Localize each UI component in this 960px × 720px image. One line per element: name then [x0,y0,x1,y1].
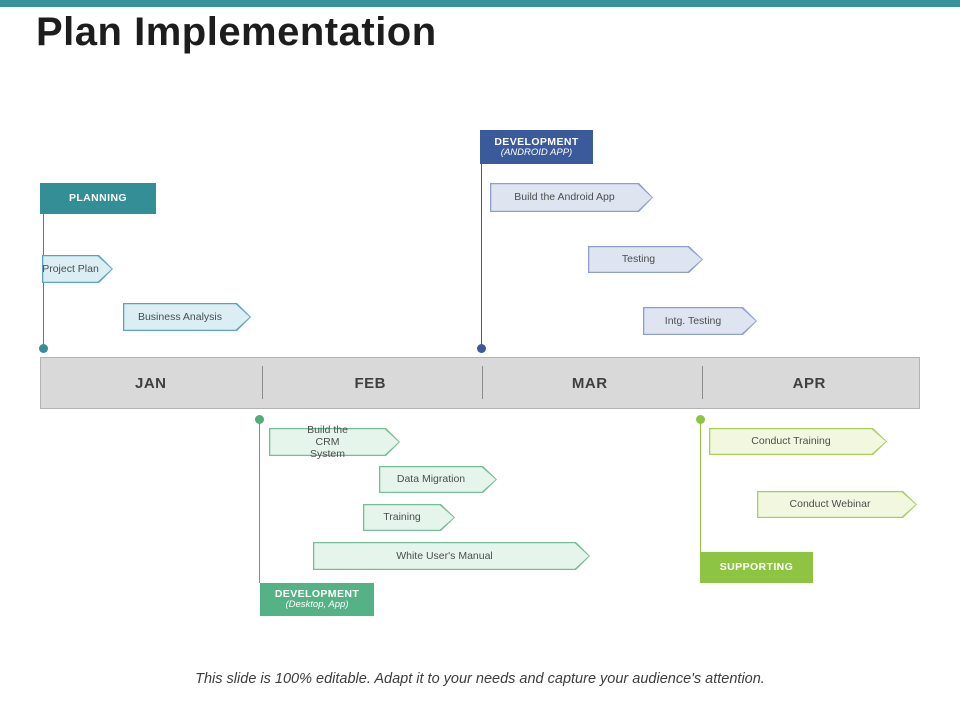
category-header-supporting: SUPPORTING [700,552,813,583]
category-label: DEVELOPMENT [274,588,360,600]
planning-milestone-dot [39,344,48,353]
desktop-connector-line [259,423,260,583]
category-label: PLANNING [68,192,128,205]
category-header-development-desktop: DEVELOPMENT (Desktop, App) [260,583,374,616]
category-header-planning: PLANNING [40,183,156,214]
task-conduct-training: Conduct Training [709,428,887,455]
category-label: DEVELOPMENT [494,135,579,148]
supporting-connector-line [700,423,701,552]
task-label: Intg. Testing [664,314,722,327]
task-training: Training [363,504,455,531]
task-label: Testing [621,253,656,266]
task-business-analysis: Business Analysis [123,303,251,331]
task-label: Training [383,511,421,524]
task-testing: Testing [588,246,703,273]
android-connector-line [481,164,482,345]
android-milestone-dot [477,344,486,353]
month-divider [702,366,703,399]
task-data-migration: Data Migration [379,466,497,493]
task-label: Project Plan [42,262,99,275]
task-label: Build the CRM System [307,423,348,461]
task-build-android-app: Build the Android App [490,183,653,212]
supporting-milestone-dot [696,415,705,424]
category-header-development-android: DEVELOPMENT (ANDROID APP) [480,130,593,164]
task-label: Data Migration [396,473,466,486]
desktop-milestone-dot [255,415,264,424]
editable-note: This slide is 100% editable. Adapt it to… [195,671,765,687]
task-label: Business Analysis [137,310,223,323]
category-sublabel: (ANDROID APP) [500,146,573,158]
task-label: Build the Android App [514,191,615,204]
task-white-users-manual: White User's Manual [313,542,590,570]
month-apr: APR [792,374,826,392]
timeline-bar: JAN FEB MAR APR [40,357,920,409]
month-divider [262,366,263,399]
task-build-crm-system: Build the CRM System [269,423,400,461]
month-mar: MAR [571,374,608,392]
task-conduct-webinar: Conduct Webinar [757,491,917,518]
month-divider [482,366,483,399]
month-jan: JAN [134,374,167,392]
slide-title: Plan Implementation [36,10,437,54]
category-sublabel: (Desktop, App) [285,599,349,611]
top-accent-bar [0,0,960,7]
task-label: Conduct Webinar [789,498,871,511]
task-label: White User's Manual [396,549,493,562]
task-intg-testing: Intg. Testing [643,307,757,335]
month-feb: FEB [354,374,386,392]
task-label: Conduct Training [751,435,831,448]
task-project-plan: Project Plan [42,255,113,283]
category-label: SUPPORTING [719,561,794,574]
